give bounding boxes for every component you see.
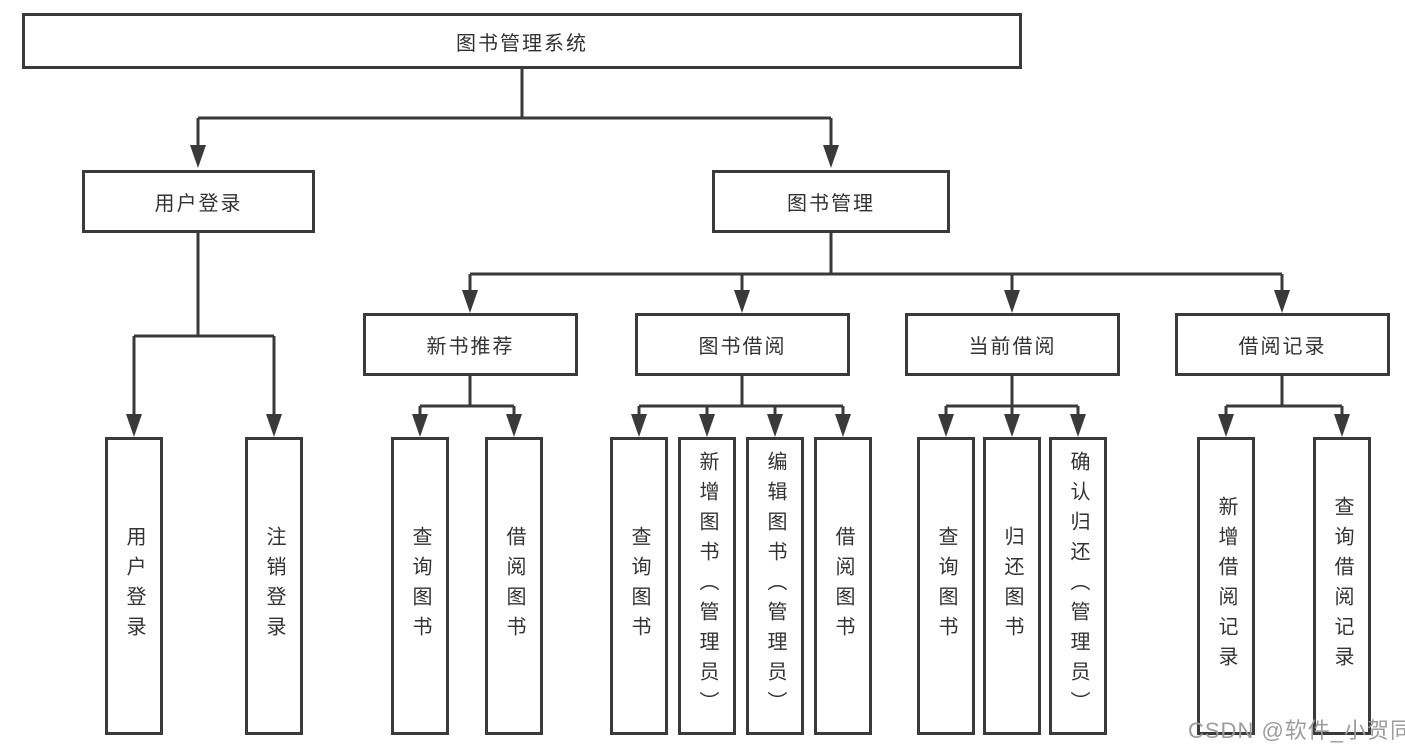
leaf-query-borrow-record-label: 查询借阅记录	[1331, 496, 1353, 676]
leaf-add-books-admin-label: 新增图书（管理员）	[696, 451, 718, 721]
csdn-watermark: CSDN @软件_小贺同学	[1188, 718, 1405, 743]
leaf-confirm-return-admin: 确认归还（管理员）	[1049, 437, 1107, 735]
leaf-add-borrow-record: 新增借阅记录	[1197, 437, 1255, 735]
leaf-query-borrow-record: 查询借阅记录	[1313, 437, 1371, 735]
node-book-borrow-label: 图书借阅	[698, 336, 787, 358]
leaf-edit-books-admin: 编辑图书（管理员）	[746, 437, 804, 735]
node-book-management: 图书管理	[712, 170, 950, 233]
node-root: 图书管理系统	[22, 13, 1022, 69]
leaf-user-login-label: 用户登录	[123, 526, 145, 646]
node-book-management-label: 图书管理	[787, 193, 875, 215]
leaf-add-books-admin: 新增图书（管理员）	[678, 437, 736, 735]
leaf-return-books: 归还图书	[983, 437, 1041, 735]
leaf-return-books-label: 归还图书	[1001, 526, 1023, 646]
leaf-query-books-1: 查询图书	[391, 437, 449, 735]
leaf-query-books-2: 查询图书	[610, 437, 668, 735]
leaf-query-books-3: 查询图书	[917, 437, 975, 735]
leaf-logout-label: 注销登录	[263, 526, 285, 646]
leaf-logout: 注销登录	[245, 437, 303, 735]
node-current-borrow-label: 当前借阅	[968, 336, 1057, 358]
node-new-book-recommend-label: 新书推荐	[426, 336, 515, 358]
node-book-borrow: 图书借阅	[635, 313, 850, 376]
leaf-borrow-books-1-label: 借阅图书	[503, 526, 525, 646]
leaf-query-books-2-label: 查询图书	[628, 526, 650, 646]
leaf-add-borrow-record-label: 新增借阅记录	[1215, 496, 1237, 676]
node-borrow-record-label: 借阅记录	[1238, 336, 1327, 358]
leaf-borrow-books-1: 借阅图书	[485, 437, 543, 735]
leaf-borrow-books-2-label: 借阅图书	[832, 526, 854, 646]
leaf-user-login: 用户登录	[105, 437, 163, 735]
node-user-login-label: 用户登录	[154, 193, 243, 215]
node-new-book-recommend: 新书推荐	[363, 313, 578, 376]
node-borrow-record: 借阅记录	[1175, 313, 1390, 376]
leaf-query-books-1-label: 查询图书	[409, 526, 431, 646]
node-user-login: 用户登录	[82, 170, 315, 233]
leaf-query-books-3-label: 查询图书	[935, 526, 957, 646]
leaf-edit-books-admin-label: 编辑图书（管理员）	[764, 451, 786, 721]
arrowheads	[126, 145, 1350, 437]
node-current-borrow: 当前借阅	[905, 313, 1120, 376]
leaf-borrow-books-2: 借阅图书	[814, 437, 872, 735]
node-root-label: 图书管理系统	[456, 32, 588, 55]
leaf-confirm-return-admin-label: 确认归还（管理员）	[1067, 451, 1089, 721]
